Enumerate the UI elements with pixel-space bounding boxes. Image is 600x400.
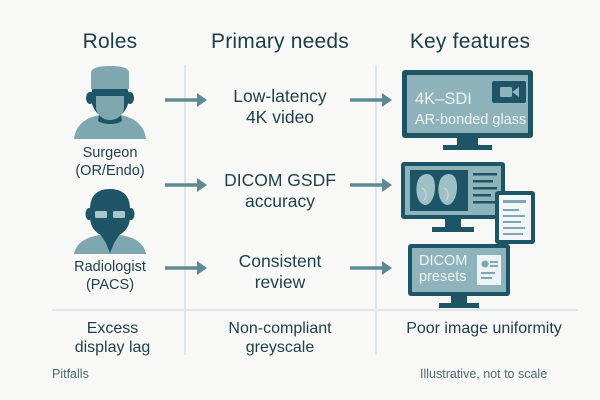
feature-line1: DICOM — [419, 253, 468, 269]
arrow-right-icon — [165, 261, 207, 275]
need-line1: DICOM GSDF — [224, 170, 336, 190]
need-low-latency: Low-latency 4K video — [200, 86, 360, 128]
pitfall-line1: Non-compliant — [228, 320, 332, 337]
footnote: Illustrative, not to scale — [420, 367, 548, 381]
pitfalls-label: Pitfalls — [52, 367, 89, 381]
role-radiologist-context: (PACS) — [85, 277, 135, 293]
pitfall-greyscale: Non-compliant greyscale — [195, 319, 365, 357]
role-surgeon-name: Surgeon — [82, 145, 138, 161]
document-card-icon — [477, 255, 501, 285]
need-consistent-review: Consistent review — [200, 251, 360, 293]
feature-line1: 4K–SDI — [415, 90, 472, 108]
arrow-right-icon — [350, 178, 392, 192]
arrow-right-icon — [350, 261, 392, 275]
arrow-right-icon — [350, 93, 392, 107]
need-dicom-gsdf: DICOM GSDF accuracy — [200, 170, 360, 212]
mammography-display-icon — [400, 160, 535, 244]
column-title-roles: Roles — [82, 30, 138, 53]
need-line2: accuracy — [244, 191, 316, 211]
column-title-needs: Primary needs — [211, 30, 349, 53]
divider-vertical-2 — [375, 65, 377, 355]
arrow-right-icon — [165, 93, 207, 107]
monitor-dicom-presets: DICOM presets — [407, 243, 512, 310]
monitor-dicom-presets-text: DICOM presets — [419, 253, 467, 285]
divider-vertical-1 — [184, 65, 186, 355]
pitfall-line1: Excess — [86, 320, 139, 337]
role-radiologist: Radiologist (PACS) — [50, 258, 170, 294]
role-radiologist-name: Radiologist — [74, 259, 146, 275]
monitor-4k-sdi-text: 4K–SDI AR-bonded glass — [415, 90, 526, 130]
monitor-4k-sdi: 4K–SDI AR-bonded glass — [400, 68, 535, 152]
need-line1: Low-latency — [233, 86, 327, 106]
divider-horizontal — [52, 309, 578, 311]
surgeon-icon — [70, 65, 150, 140]
pitfall-line2: display lag — [74, 339, 151, 356]
pitfall-line2: greyscale — [245, 339, 315, 356]
pitfall-display-lag: Excess display lag — [50, 319, 175, 357]
pitfall-line1: Poor image uniformity — [406, 320, 562, 337]
role-surgeon: Surgeon (OR/Endo) — [50, 144, 170, 180]
need-line2: review — [254, 272, 306, 292]
video-camera-icon — [492, 81, 526, 103]
feature-line2: presets — [419, 269, 467, 285]
radiologist-icon — [72, 187, 148, 255]
need-line2: 4K video — [245, 107, 315, 127]
need-line1: Consistent — [238, 251, 322, 271]
pitfall-uniformity: Poor image uniformity — [384, 319, 584, 338]
arrow-right-icon — [165, 178, 207, 192]
role-surgeon-context: (OR/Endo) — [75, 163, 145, 179]
feature-line2: AR-bonded glass — [415, 112, 527, 128]
column-title-features: Key features — [409, 30, 531, 53]
